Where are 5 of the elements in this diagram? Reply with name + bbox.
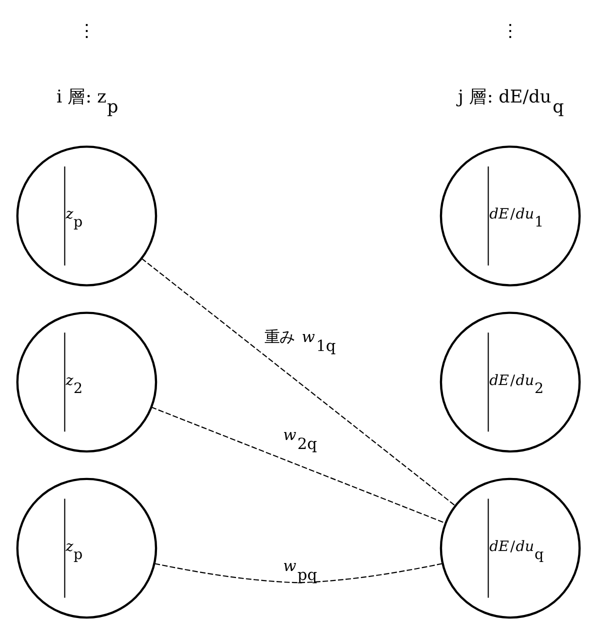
connector xyxy=(154,563,442,584)
connector xyxy=(151,406,446,524)
label: ⋮ xyxy=(78,21,96,42)
connector xyxy=(141,258,456,506)
label: ⋮ xyxy=(501,21,520,42)
